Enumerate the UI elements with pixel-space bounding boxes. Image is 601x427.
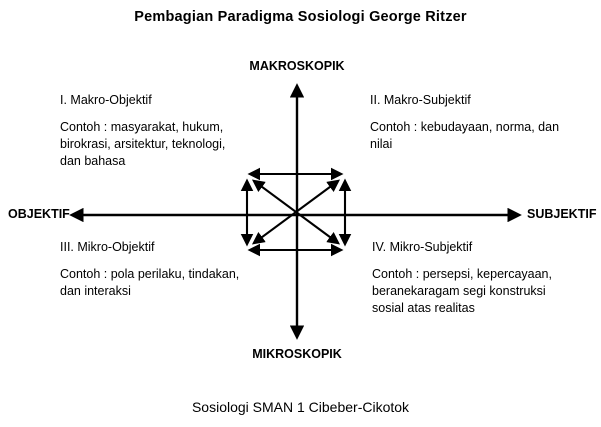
quadrant-4-label: IV. Mikro-Subjektif — [372, 240, 473, 254]
quadrant-3-label: III. Mikro-Objektif — [60, 240, 155, 254]
diagram-title: Pembagian Paradigma Sosiologi George Rit… — [134, 9, 467, 25]
quadrant-4-examples: Contoh : persepsi, kepercayaan, beraneka… — [372, 267, 552, 315]
quadrant-mikro-objektif: III. Mikro-Objektif Contoh : pola perila… — [60, 240, 245, 300]
axis-label-makroskopik: MAKROSKOPIK — [249, 59, 345, 73]
inner-arrow-diagonal-ascending — [251, 179, 341, 245]
quadrant-2-examples: Contoh : kebudayaan, norma, dan nilai — [370, 120, 560, 151]
footer-caption: Sosiologi SMAN 1 Cibeber-Cikotok — [191, 399, 410, 415]
quadrant-makro-subjektif: II. Makro-Subjektif Contoh : kebudayaan,… — [370, 93, 580, 153]
quadrant-1-label: I. Makro-Objektif — [60, 93, 152, 107]
axis-label-mikroskopik: MIKROSKOPIK — [252, 347, 342, 361]
axis-label-objektif: OBJEKTIF — [8, 207, 70, 221]
quadrant-3-examples: Contoh : pola perilaku, tindakan, dan in… — [60, 267, 240, 298]
quadrant-makro-objektif: I. Makro-Objektif Contoh : masyarakat, h… — [60, 93, 245, 170]
axis-label-subjektif: SUBJEKTIF — [527, 207, 597, 221]
quadrant-2-label: II. Makro-Subjektif — [370, 93, 471, 107]
quadrant-mikro-subjektif: IV. Mikro-Subjektif Contoh : persepsi, k… — [372, 240, 587, 317]
quadrant-1-examples: Contoh : masyarakat, hukum, birokrasi, a… — [60, 120, 226, 168]
